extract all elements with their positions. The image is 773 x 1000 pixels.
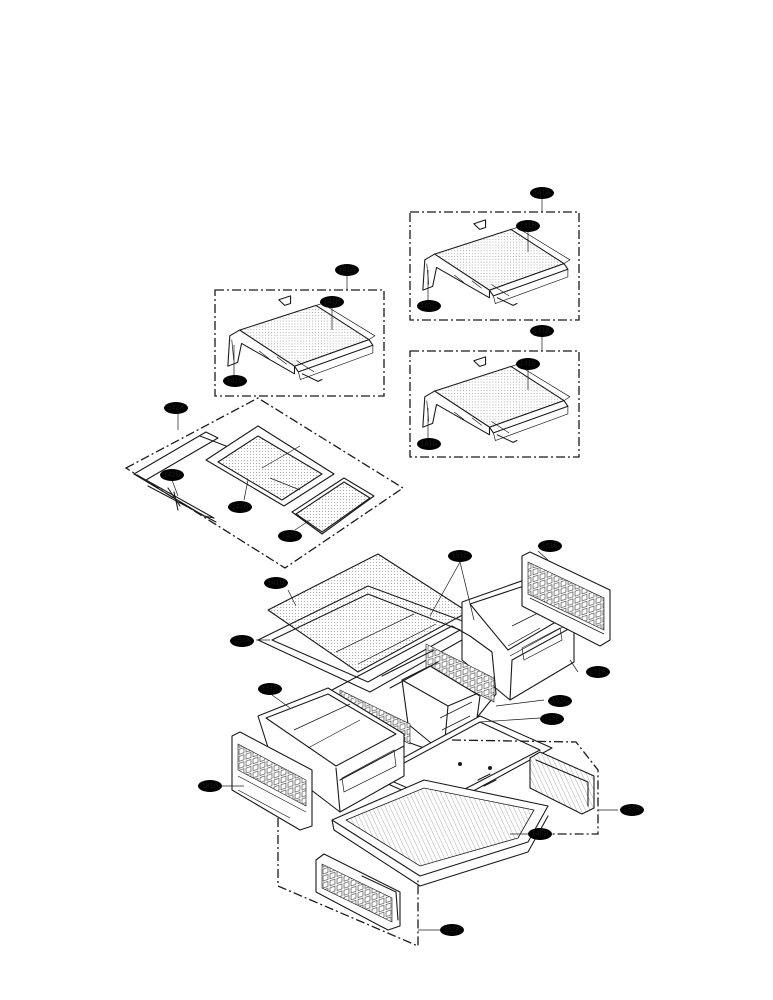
callout-142D: 142D <box>160 469 184 481</box>
callout-151A: 151A <box>586 666 610 678</box>
sliding-shelf-assembly <box>124 397 405 569</box>
callout-145D: 145D <box>528 828 552 840</box>
callout-161B-right: 161B <box>538 540 562 552</box>
callout-151B-left: 151B <box>258 683 282 695</box>
glass-shelf <box>227 295 376 382</box>
callout-148E: 148E <box>540 713 564 725</box>
crisper-side-panel-left <box>222 731 313 831</box>
svg-text:148E: 148E <box>544 716 561 723</box>
svg-text:141C: 141C <box>227 378 244 385</box>
callout-161A: 161A <box>198 780 222 792</box>
drawer-box-152A <box>277 818 440 947</box>
pan-145D <box>331 779 549 887</box>
callout-151C-top: 151C <box>448 550 472 562</box>
callout-152A: 152A <box>440 924 464 936</box>
callout-142B: 142B <box>228 501 252 513</box>
svg-text:142D: 142D <box>164 472 181 479</box>
callout-154A: 154A <box>230 635 254 647</box>
dashed-boundary <box>409 350 580 458</box>
svg-text:151C: 151C <box>552 698 569 705</box>
svg-text:151A: 151A <box>590 669 607 676</box>
svg-text:141D: 141D <box>268 580 285 587</box>
callout-142A-top: 142A <box>164 402 188 414</box>
callout-141A-middle-right: 141A <box>530 325 554 337</box>
svg-text:161B: 161B <box>542 543 559 550</box>
svg-text:151B: 151B <box>262 686 279 693</box>
svg-text:142A: 142A <box>168 405 185 412</box>
svg-text:141C: 141C <box>421 441 438 448</box>
callout-141D: 141D <box>264 577 288 589</box>
svg-text:141A: 141A <box>534 190 551 197</box>
glass-shelf <box>422 356 571 443</box>
svg-text:161A: 161A <box>202 783 219 790</box>
svg-text:141B: 141B <box>520 223 537 230</box>
svg-text:141C: 141C <box>421 303 438 310</box>
svg-text:141B: 141B <box>520 361 537 368</box>
crisper-side-panel-right <box>521 550 611 647</box>
dashed-boundary <box>409 211 580 321</box>
shelf-assembly-box-top-right <box>409 199 580 321</box>
callout-141B-left: 141B <box>320 296 344 308</box>
svg-text:141A: 141A <box>534 328 551 335</box>
svg-text:141A: 141A <box>339 267 356 274</box>
shelf-assembly-box-left <box>214 276 385 397</box>
callout-141C-middle-right: 141C <box>417 438 441 450</box>
callout-141A-top-right: 141A <box>530 187 554 199</box>
svg-text:152A: 152A <box>444 927 461 934</box>
svg-text:145D: 145D <box>532 831 549 838</box>
callout-152B: 152B <box>620 804 644 816</box>
svg-text:142A: 142A <box>282 533 299 540</box>
callout-141C-top-right: 141C <box>417 300 441 312</box>
dashed-boundary <box>214 289 385 397</box>
callout-141A-left: 141A <box>335 264 359 276</box>
svg-text:142B: 142B <box>232 504 249 511</box>
crisper-drawer-left <box>257 687 405 813</box>
shelf-assembly-box-middle-right <box>409 337 580 458</box>
svg-text:152B: 152B <box>624 807 641 814</box>
callout-141B-middle-right: 141B <box>516 358 540 370</box>
callout-141B-top-right: 141B <box>516 220 540 232</box>
dashed-boundary <box>277 818 419 947</box>
svg-text:154A: 154A <box>234 638 251 645</box>
callout-151C-middle: 151C <box>548 695 572 707</box>
glass-shelf <box>422 219 571 306</box>
svg-text:141B: 141B <box>324 299 341 306</box>
svg-text:151C: 151C <box>452 553 469 560</box>
callout-142A-bottom: 142A <box>278 530 302 542</box>
callout-141C-left: 141C <box>223 375 247 387</box>
